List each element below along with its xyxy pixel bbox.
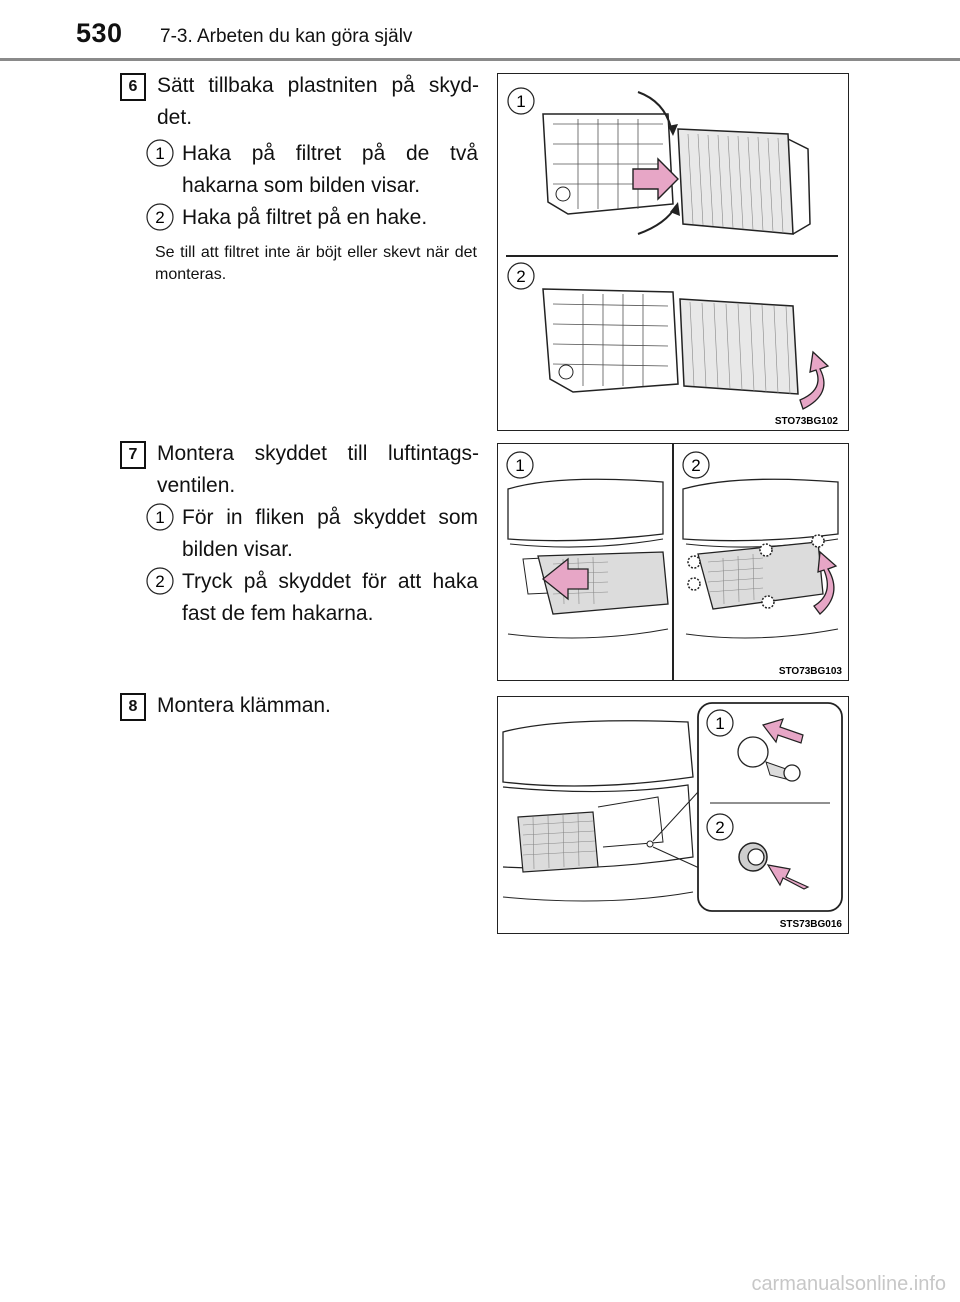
header-divider <box>0 58 960 61</box>
figure-label-2: 2 <box>682 451 710 479</box>
step-8-text: Montera klämman. <box>157 694 331 717</box>
step-7-text: Montera skyddet till luftintags-ventilen… <box>157 442 479 497</box>
svg-text:1: 1 <box>515 456 524 475</box>
svg-text:2: 2 <box>155 208 164 227</box>
insert-clip-arrow <box>761 718 804 744</box>
figure-clip-install: 1 2 STS73BG016 <box>497 696 849 934</box>
figure-label-1: 1 <box>506 451 534 479</box>
substep-marker-1: 1 <box>146 139 174 167</box>
svg-text:1: 1 <box>715 714 724 733</box>
svg-text:2: 2 <box>516 267 525 286</box>
push-arrow <box>632 157 679 201</box>
press-arrow <box>813 550 838 615</box>
page-number: 530 <box>76 18 123 48</box>
section-title: 7-3. Arbeten du kan göra själv <box>160 26 413 47</box>
substep-marker-2: 2 <box>146 567 174 595</box>
step-6-text: Sätt tillbaka plastniten på skyd-det. <box>157 74 479 129</box>
hook-point <box>759 543 773 557</box>
svg-text:2: 2 <box>155 572 164 591</box>
svg-text:STO73BG103: STO73BG103 <box>779 666 843 677</box>
step-6-substep-2-text: Haka på filtret på en hake. <box>182 206 428 229</box>
hook-point <box>687 577 701 591</box>
insert-arrow <box>541 557 589 601</box>
press-clip-arrow <box>766 864 810 890</box>
figure-label-2: 2 <box>507 262 535 290</box>
step-number-8: 8 <box>120 693 146 721</box>
figure-cover-install: 1 2 <box>497 443 849 681</box>
step-6-note: Se till att filtret inte är böjt eller s… <box>155 244 477 283</box>
hook-point <box>811 534 825 548</box>
figure-label-1: 1 <box>507 87 535 115</box>
step-6-substep-1-text: Haka på filtret på de två hakarna som bi… <box>182 142 478 197</box>
rotate-arrow <box>799 350 830 410</box>
svg-text:STO73BG102: STO73BG102 <box>775 416 839 427</box>
substep-marker-2: 2 <box>146 203 174 231</box>
step-number-7: 7 <box>120 441 146 469</box>
substep-marker-1: 1 <box>146 503 174 531</box>
figure-label-1: 1 <box>706 709 734 737</box>
figure-label-2: 2 <box>706 813 734 841</box>
svg-text:1: 1 <box>155 508 164 527</box>
watermark: carmanualsonline.info <box>751 1273 946 1295</box>
svg-text:1: 1 <box>155 144 164 163</box>
hook-point <box>761 595 775 609</box>
hook-point <box>687 555 701 569</box>
svg-text:2: 2 <box>715 818 724 837</box>
figure-filter-install: 1 2 <box>497 73 849 431</box>
step-7-substep-1-text: För in fliken på skyddet som bilden visa… <box>182 506 478 561</box>
step-7-substep-2-text: Tryck på skyddet för att haka fast de fe… <box>182 570 478 625</box>
step-number-6: 6 <box>120 73 146 101</box>
svg-text:2: 2 <box>691 456 700 475</box>
svg-text:1: 1 <box>516 92 525 111</box>
svg-text:STS73BG016: STS73BG016 <box>780 919 843 930</box>
